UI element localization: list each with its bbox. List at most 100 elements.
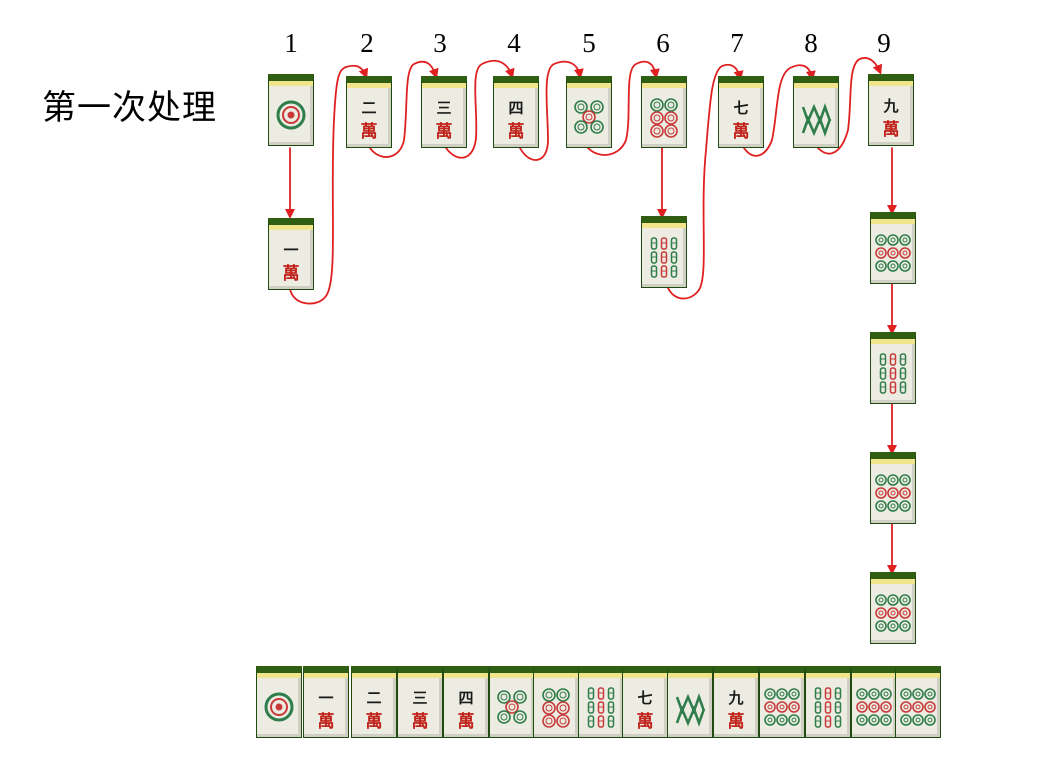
tile-col9-4 [870, 452, 916, 524]
svg-text:萬: 萬 [361, 121, 378, 142]
column-number-3: 3 [433, 28, 447, 58]
svg-text:萬: 萬 [436, 121, 453, 142]
tile-face-icon: 一萬 [283, 241, 300, 284]
svg-text:四: 四 [458, 689, 473, 707]
result-tile [895, 666, 941, 738]
result-tile: 九萬 [713, 666, 759, 738]
tile-face-icon: 四萬 [458, 689, 475, 732]
tile-col2: 二萬 [346, 76, 392, 148]
tile-col5 [566, 76, 612, 148]
svg-text:萬: 萬 [733, 121, 750, 142]
svg-text:九: 九 [882, 97, 898, 115]
curve-c2-to-c3 [369, 60, 439, 158]
result-tile [489, 666, 535, 738]
svg-text:二: 二 [366, 689, 381, 707]
tile-face-icon [900, 688, 936, 726]
tile-face-icon [497, 690, 527, 724]
result-tile: 七萬 [622, 666, 668, 738]
tile-face-icon [875, 594, 911, 632]
svg-text:萬: 萬 [637, 711, 654, 732]
tile-face-icon [879, 353, 907, 394]
column-number-4: 4 [507, 28, 521, 58]
svg-text:萬: 萬 [366, 711, 383, 732]
column-number-2: 2 [360, 28, 374, 58]
svg-text:二: 二 [361, 99, 376, 117]
result-tile [667, 666, 713, 738]
result-tile [578, 666, 624, 738]
curve-c4-to-c5 [519, 60, 584, 161]
tile-col9-2 [870, 212, 916, 284]
result-tile: 四萬 [443, 666, 489, 738]
result-tile [759, 666, 805, 738]
curve-c5-to-c6 [587, 60, 660, 156]
result-tile: 二萬 [351, 666, 397, 738]
svg-text:四: 四 [508, 99, 523, 117]
column-number-5: 5 [582, 28, 596, 58]
result-tile [805, 666, 851, 738]
tile-face-icon [276, 100, 306, 130]
tile-face-icon: 三萬 [436, 99, 453, 142]
tile-face-icon: 二萬 [361, 99, 378, 142]
svg-text:萬: 萬 [283, 263, 300, 284]
tile-col9-5 [870, 572, 916, 644]
result-tile: 一萬 [303, 666, 349, 738]
tile-col1-top [268, 74, 314, 146]
tile-col3: 三萬 [421, 76, 467, 148]
column-number-7: 7 [730, 28, 744, 58]
curve-c8-to-c9 [817, 57, 883, 155]
column-number-9: 9 [877, 28, 891, 58]
tile-face-icon [875, 474, 911, 512]
tile-col6-bottom [641, 216, 687, 288]
svg-text:三: 三 [412, 689, 427, 707]
tile-face-icon: 九萬 [882, 97, 900, 140]
diagram-title: 第一次处理 [42, 88, 217, 128]
svg-text:萬: 萬 [458, 711, 475, 732]
svg-text:七: 七 [733, 99, 748, 117]
svg-text:萬: 萬 [412, 711, 429, 732]
tile-col7: 七萬 [718, 76, 764, 148]
tile-col6-top [641, 76, 687, 148]
tile-face-icon: 九萬 [727, 689, 745, 732]
tile-face-icon: 三萬 [412, 689, 429, 732]
curve-c6-to-c7 [667, 63, 744, 300]
tile-col4: 四萬 [493, 76, 539, 148]
tile-face-icon [814, 687, 842, 728]
tile-face-icon [764, 688, 800, 726]
result-tile: 三萬 [397, 666, 443, 738]
tile-face-icon [650, 237, 678, 278]
column-number-1: 1 [284, 28, 298, 58]
tile-face-icon [574, 100, 604, 134]
tile-face-icon [875, 234, 911, 272]
tile-face-icon [264, 692, 294, 722]
tile-face-icon [542, 688, 570, 728]
result-tile [533, 666, 579, 738]
curve-c3-to-c4 [445, 59, 515, 159]
tile-face-icon: 一萬 [318, 689, 335, 732]
svg-text:萬: 萬 [318, 711, 335, 732]
tile-face-icon [801, 103, 832, 137]
tile-face-icon: 七萬 [637, 689, 654, 732]
result-tile [256, 666, 302, 738]
tile-face-icon [856, 688, 892, 726]
tile-col9-3 [870, 332, 916, 404]
tile-col8 [793, 76, 839, 148]
tile-face-icon: 二萬 [366, 689, 383, 732]
curve-c7-to-c8 [743, 64, 816, 157]
svg-text:一: 一 [318, 689, 333, 707]
tile-face-icon [650, 98, 678, 138]
svg-text:九: 九 [727, 689, 743, 707]
tile-col9-top: 九萬 [868, 74, 914, 146]
column-number-8: 8 [804, 28, 818, 58]
svg-text:一: 一 [283, 241, 298, 259]
result-tile [851, 666, 897, 738]
svg-text:萬: 萬 [508, 121, 525, 142]
svg-text:萬: 萬 [883, 119, 900, 140]
svg-text:萬: 萬 [728, 711, 745, 732]
svg-text:三: 三 [436, 99, 451, 117]
tile-col1-bottom: 一萬 [268, 218, 314, 290]
column-number-6: 6 [656, 28, 670, 58]
tile-face-icon [675, 693, 706, 727]
curve-c1-to-c2 [289, 64, 369, 305]
